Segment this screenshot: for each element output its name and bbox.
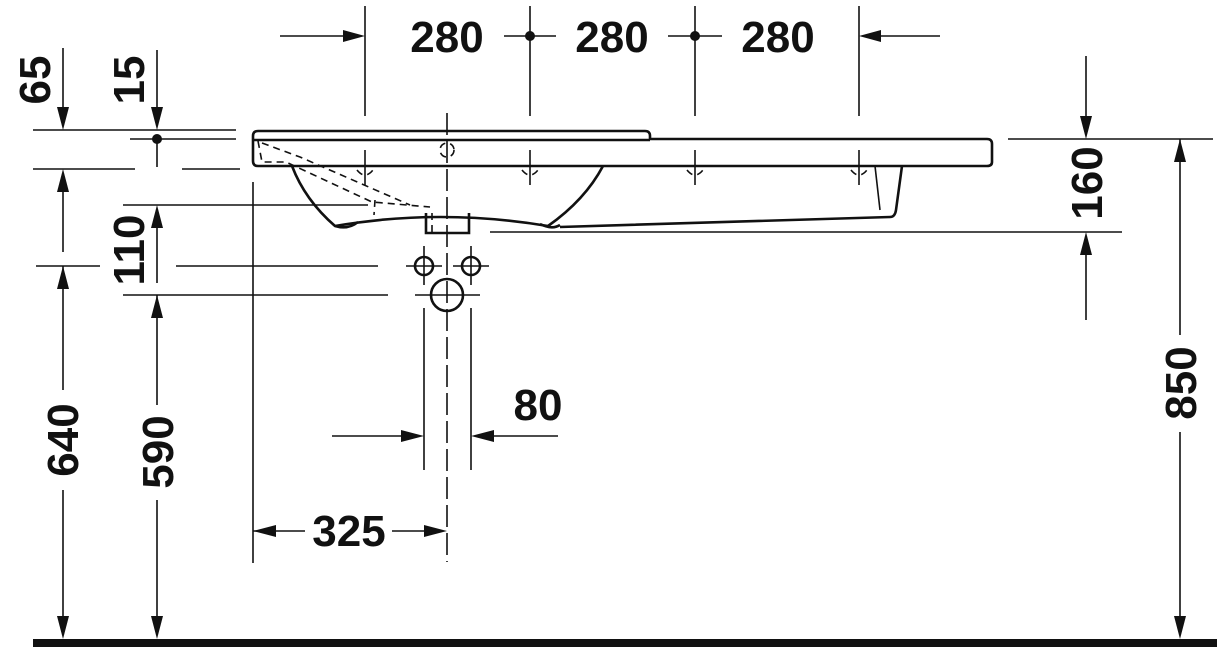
- mounting-hole-icon: [347, 150, 383, 185]
- dim-280-c: 280: [741, 13, 814, 62]
- washbasin-outline: [251, 129, 994, 235]
- dim-280-a: 280: [410, 13, 483, 62]
- left-top-dimensions: 65 15: [11, 48, 240, 252]
- mounting-holes: [347, 150, 877, 185]
- dim-850: 850: [1157, 346, 1206, 419]
- top-dimension-chain: 280 280 280: [280, 6, 940, 116]
- dim-160-group: 160: [490, 56, 1213, 320]
- mounting-hole-icon: [677, 150, 713, 185]
- dim-590: 590: [134, 415, 183, 488]
- dim-160: 160: [1063, 146, 1112, 219]
- dim-325: 325: [312, 507, 385, 556]
- dim-640-group: 640: [39, 266, 88, 639]
- dimension-dot-icon: [690, 31, 700, 41]
- floor-line: [33, 639, 1217, 647]
- mounting-hole-icon: [512, 150, 548, 185]
- dimension-dot-icon: [152, 134, 162, 144]
- arrow-right-icon: [343, 30, 365, 42]
- dim-325-group: 325: [252, 182, 447, 563]
- dim-80: 80: [514, 381, 563, 430]
- dim-640: 640: [39, 403, 88, 476]
- arrow-left-icon: [859, 30, 881, 42]
- mounting-hole-icon: [841, 150, 877, 185]
- dim-110-group: 110: [36, 204, 388, 296]
- dim-65: 65: [11, 56, 60, 105]
- dim-80-group: 80: [332, 308, 562, 470]
- dim-110: 110: [105, 215, 154, 286]
- pipe-connections: [406, 246, 489, 313]
- dim-590-group: 590: [134, 295, 183, 639]
- dim-850-group: 850: [1157, 139, 1206, 639]
- dim-280-b: 280: [575, 13, 648, 62]
- dim-15: 15: [105, 56, 154, 105]
- dimension-dot-icon: [525, 31, 535, 41]
